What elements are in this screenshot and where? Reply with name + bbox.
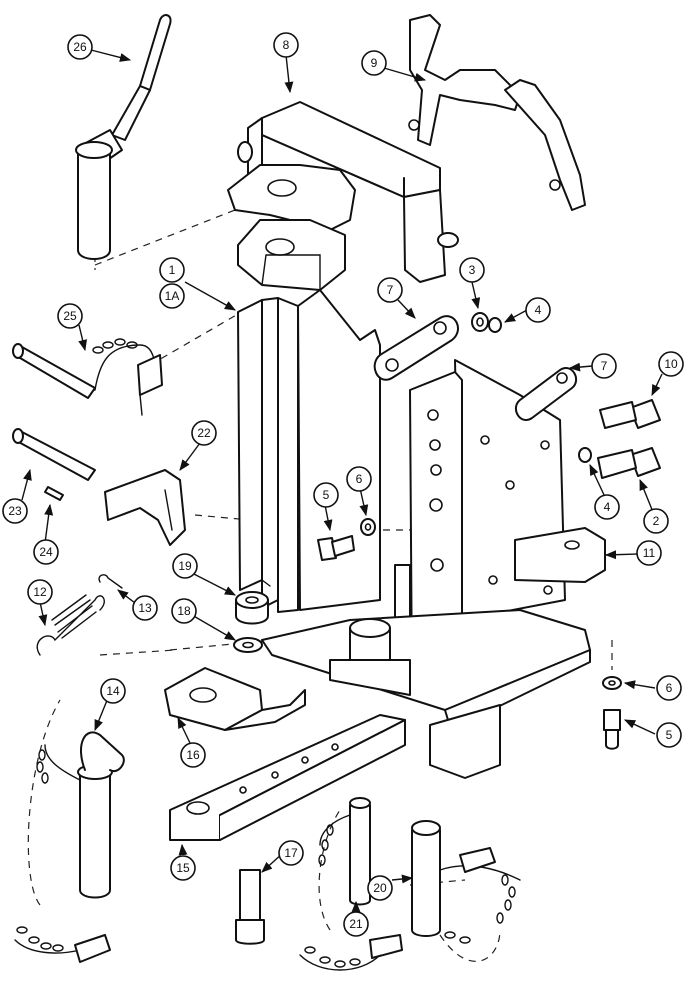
callout-11-label: 11 — [643, 546, 656, 560]
callout-16-label: 16 — [186, 748, 200, 762]
callout-20-label: 20 — [373, 881, 387, 895]
callout-10: 10 — [658, 351, 684, 377]
callout-14-label: 14 — [106, 684, 120, 698]
callout-7a-label: 7 — [387, 283, 394, 297]
callout-1a-label: 1A — [165, 289, 180, 303]
callout-8: 8 — [273, 32, 299, 58]
callout-9: 9 — [361, 50, 387, 76]
part-16-plate — [164, 667, 306, 731]
part-15-drawbar — [169, 714, 406, 841]
callout-7b-label: 7 — [601, 359, 608, 373]
callout-4a: 4 — [525, 297, 551, 323]
callout-18-label: 18 — [177, 604, 191, 618]
callout-9-label: 9 — [371, 56, 378, 70]
callout-15: 15 — [170, 855, 196, 881]
callout-26: 26 — [67, 34, 93, 60]
callout-6a-label: 6 — [356, 472, 363, 486]
callout-5a: 5 — [313, 482, 339, 508]
callout-25: 25 — [57, 303, 83, 329]
callout-11: 11 — [636, 540, 662, 566]
callout-6a: 6 — [346, 466, 372, 492]
part-5-bolt-a — [317, 535, 355, 561]
callout-3-label: 3 — [469, 263, 476, 277]
callout-4b-label: 4 — [604, 500, 611, 514]
part-19-bushing — [235, 591, 269, 625]
part-7-link-a — [373, 315, 459, 381]
callout-2-label: 2 — [653, 514, 660, 528]
callout-18: 18 — [171, 598, 197, 624]
callout-19: 19 — [172, 553, 198, 579]
callout-12-label: 12 — [33, 585, 47, 599]
callout-13-label: 13 — [138, 601, 152, 615]
callout-17-label: 17 — [284, 846, 298, 860]
callout-7b: 7 — [591, 353, 617, 379]
callout-17: 17 — [278, 840, 304, 866]
callout-22-label: 22 — [197, 426, 211, 440]
callout-6b-label: 6 — [666, 681, 673, 695]
callout-3: 3 — [459, 257, 485, 283]
callout-23: 23 — [2, 498, 28, 524]
part-9-handle — [408, 14, 586, 211]
part-12-spring — [36, 594, 105, 656]
part-14-pin — [14, 731, 125, 963]
callout-5a-label: 5 — [323, 488, 330, 502]
callout-7a: 7 — [377, 277, 403, 303]
part-4-washer-b — [578, 447, 592, 463]
callout-6b: 6 — [656, 675, 682, 701]
callout-8-label: 8 — [283, 38, 290, 52]
side-plate — [297, 289, 381, 611]
chain-links — [16, 338, 516, 968]
callout-23-label: 23 — [8, 504, 22, 518]
callout-10-label: 10 — [664, 357, 678, 371]
callout-1-label: 1 — [169, 263, 176, 277]
part-24-pin — [44, 486, 64, 501]
callout-16: 16 — [180, 742, 206, 768]
part-1-channel — [237, 297, 299, 613]
base-post — [329, 618, 411, 696]
part-5-bolt-b — [603, 709, 621, 750]
callout-20: 20 — [367, 875, 393, 901]
callout-14: 14 — [100, 678, 126, 704]
callout-1a: 1A — [159, 283, 185, 309]
part-6-washer-b — [602, 676, 622, 690]
callout-19-label: 19 — [178, 559, 192, 573]
part-17-bolt — [235, 869, 265, 945]
hitch-coupler-head — [227, 164, 356, 291]
part-22-clevis — [104, 469, 186, 546]
base-plate — [261, 609, 591, 779]
part-3-bushing — [471, 312, 489, 332]
callout-2: 2 — [643, 508, 669, 534]
callout-21: 21 — [343, 911, 369, 937]
part-18-washer — [233, 637, 263, 653]
part-20-pin — [411, 820, 521, 937]
part-26-lever — [75, 14, 172, 260]
callout-24: 24 — [33, 539, 59, 565]
part-10-bolt — [599, 399, 661, 429]
callout-5b: 5 — [656, 722, 682, 748]
callout-15-label: 15 — [176, 861, 190, 875]
part-7-link-b — [514, 367, 578, 421]
callout-25-label: 25 — [63, 309, 77, 323]
callout-4b: 4 — [594, 494, 620, 520]
part-25-pin — [12, 343, 163, 416]
part-6-washer-a — [360, 518, 376, 536]
callout-1: 1 — [159, 257, 185, 283]
part-13-clip — [98, 574, 123, 589]
callout-12: 12 — [27, 579, 53, 605]
part-11-bracket — [514, 527, 606, 583]
part-21-pin — [299, 797, 403, 971]
callout-24-label: 24 — [39, 545, 53, 559]
callout-13: 13 — [132, 595, 158, 621]
part-4-washer-a — [488, 317, 502, 333]
callout-21-label: 21 — [349, 917, 363, 931]
callout-5b-label: 5 — [666, 728, 673, 742]
part-23-pin — [12, 428, 96, 481]
callout-26-label: 26 — [73, 40, 87, 54]
callout-22: 22 — [191, 420, 217, 446]
part-2-bolt — [597, 447, 661, 479]
callout-4a-label: 4 — [535, 303, 542, 317]
callouts: 26 8 9 1 1A 7 3 4 25 7 10 22 4 2 23 24 5… — [2, 32, 684, 937]
